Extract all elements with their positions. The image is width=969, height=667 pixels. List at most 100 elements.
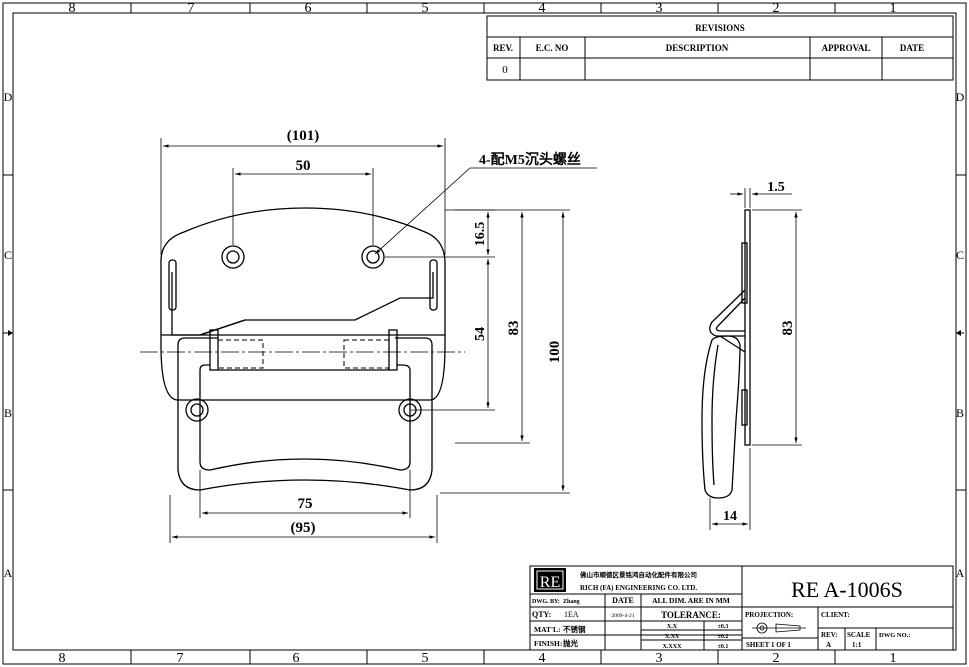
row-label-left-a: A: [4, 566, 13, 580]
finish-label: FINISH:: [534, 639, 562, 648]
front-view-dimension-text: (101) 50 4-配M5沉头螺丝 16.5 54 83 100 75 (95…: [287, 128, 581, 536]
dim-thickness: 1.5: [767, 180, 785, 195]
col-label-top-3: 3: [656, 1, 663, 16]
tol-format-0: X.X: [667, 624, 678, 630]
tol-format-2: X.XXX: [663, 644, 682, 650]
col-label-bottom-7: 7: [177, 651, 184, 666]
matl-label: MAT'L:: [534, 625, 561, 634]
tolerance-label: TOLERANCE:: [661, 610, 721, 620]
col-label-top-4: 4: [539, 1, 546, 16]
rev-row-0-rev: 0: [502, 64, 508, 76]
rev-header-approval: APPROVAL: [822, 43, 871, 53]
col-label-bottom-4: 4: [539, 651, 546, 666]
col-label-top-1: 1: [890, 1, 897, 16]
rev-label: REV:: [821, 631, 837, 639]
row-label-right-b: B: [956, 406, 964, 420]
dim-hole-spacing: 50: [296, 158, 311, 174]
revisions-table: REVISIONS REV. E.C. NO DESCRIPTION APPRO…: [486, 15, 954, 81]
row-label-right-a: A: [956, 566, 965, 580]
mounting-holes: [185, 245, 422, 422]
title-block: RE 佛山市顺德区景铭鸿自动化配件有限公司 RICH (FA) ENGINEER…: [529, 565, 954, 651]
dim-depth: 14: [723, 509, 737, 524]
dim-handle-75: 75: [298, 496, 313, 512]
scale-value: 1:1: [852, 641, 862, 649]
handle-outer: [177, 337, 433, 491]
projection-label: PROJECTION:: [745, 611, 793, 619]
hinge-left: [209, 329, 219, 371]
side-hinge-bracket: [709, 289, 746, 337]
row-label-right-c: C: [956, 248, 964, 262]
dwg-by-value: Zhang: [563, 599, 580, 605]
center-mark-right: [956, 330, 961, 336]
sheet-label: SHEET 1 OF 1: [746, 641, 791, 649]
side-back-plate: [744, 209, 751, 446]
rev-header-date: DATE: [900, 43, 924, 53]
dim-side-height: 83: [780, 321, 796, 336]
dwg-no-label: DWG NO.:: [879, 632, 910, 639]
date-label: DATE: [612, 596, 634, 605]
slot-left: [168, 259, 177, 311]
part-number: RE A-1006S: [791, 577, 903, 602]
back-plate-outline: [160, 207, 446, 401]
side-view-dimension-text: 1.5 83 14: [723, 180, 796, 524]
company-logo-text: RE: [540, 574, 560, 591]
col-label-bottom-6: 6: [293, 651, 300, 666]
rev-value: A: [826, 641, 831, 649]
dim-hole-offset: 16.5: [473, 222, 488, 247]
col-label-top-5: 5: [422, 1, 429, 16]
side-view: [701, 209, 751, 499]
all-dim-note: ALL DIM. ARE IN MM: [652, 596, 730, 605]
col-label-top-8: 8: [69, 1, 76, 16]
company-name-en: RICH (FA) ENGINEERING CO. LTD.: [580, 584, 697, 592]
dim-height-100: 100: [547, 341, 563, 364]
rev-header-description: DESCRIPTION: [666, 43, 729, 53]
dim-overall-width: (101): [287, 128, 320, 144]
dim-height-83: 83: [506, 321, 522, 336]
dwg-by-label: DWG. BY:: [532, 599, 560, 605]
row-label-right-d: D: [956, 90, 965, 104]
matl-value: 不锈钢: [563, 624, 586, 634]
screw-note: 4-配M5沉头螺丝: [479, 151, 581, 168]
company-logo: [534, 568, 566, 592]
handle-inner: [199, 364, 411, 471]
tol-value-0: ±0.3: [718, 624, 729, 630]
finish-value: 抛光: [563, 638, 578, 648]
tol-value-1: ±0.2: [718, 634, 729, 640]
dim-hole-vertical: 54: [473, 327, 488, 341]
scale-label: SCALE: [847, 631, 871, 639]
qty-value: 1EA: [564, 610, 579, 619]
hinge-right: [388, 329, 398, 371]
row-label-left-d: D: [4, 90, 13, 104]
client-label: CLIENT:: [821, 611, 850, 619]
rev-header-ecno: E.C. NO: [536, 43, 569, 53]
col-label-top-7: 7: [188, 1, 195, 16]
row-label-left-b: B: [4, 406, 12, 420]
side-view-dimensions: [709, 188, 802, 530]
tol-value-2: ±0.1: [718, 644, 729, 650]
company-name-cn: 佛山市顺德区景铭鸿自动化配件有限公司: [579, 570, 697, 579]
qty-label: QTY:: [532, 610, 551, 619]
rev-header-rev: REV.: [493, 43, 513, 53]
row-label-left-c: C: [4, 248, 12, 262]
slot-right: [429, 259, 438, 311]
plate-inner-contour: [171, 272, 434, 336]
col-label-bottom-5: 5: [422, 651, 429, 666]
tol-format-1: X.XX: [665, 634, 680, 640]
col-label-top-2: 2: [773, 1, 780, 16]
center-mark-left: [8, 330, 13, 336]
side-handle: [701, 335, 741, 499]
dim-handle-95: (95): [291, 520, 316, 536]
front-view-dimensions: [160, 138, 597, 543]
zone-labels: 8 7 6 5 4 3 2 1 8 7 6 5 4 3 2 1 D C B A …: [4, 1, 965, 666]
third-angle-projection-icon: [752, 622, 806, 634]
col-label-bottom-2: 2: [773, 651, 780, 666]
date-value: 2009-4-21: [612, 613, 635, 619]
revisions-title: REVISIONS: [695, 23, 745, 33]
col-label-bottom-8: 8: [59, 651, 66, 666]
front-view: [140, 207, 465, 491]
col-label-bottom-1: 1: [890, 651, 897, 666]
col-label-bottom-3: 3: [656, 651, 663, 666]
col-label-top-6: 6: [305, 1, 312, 16]
